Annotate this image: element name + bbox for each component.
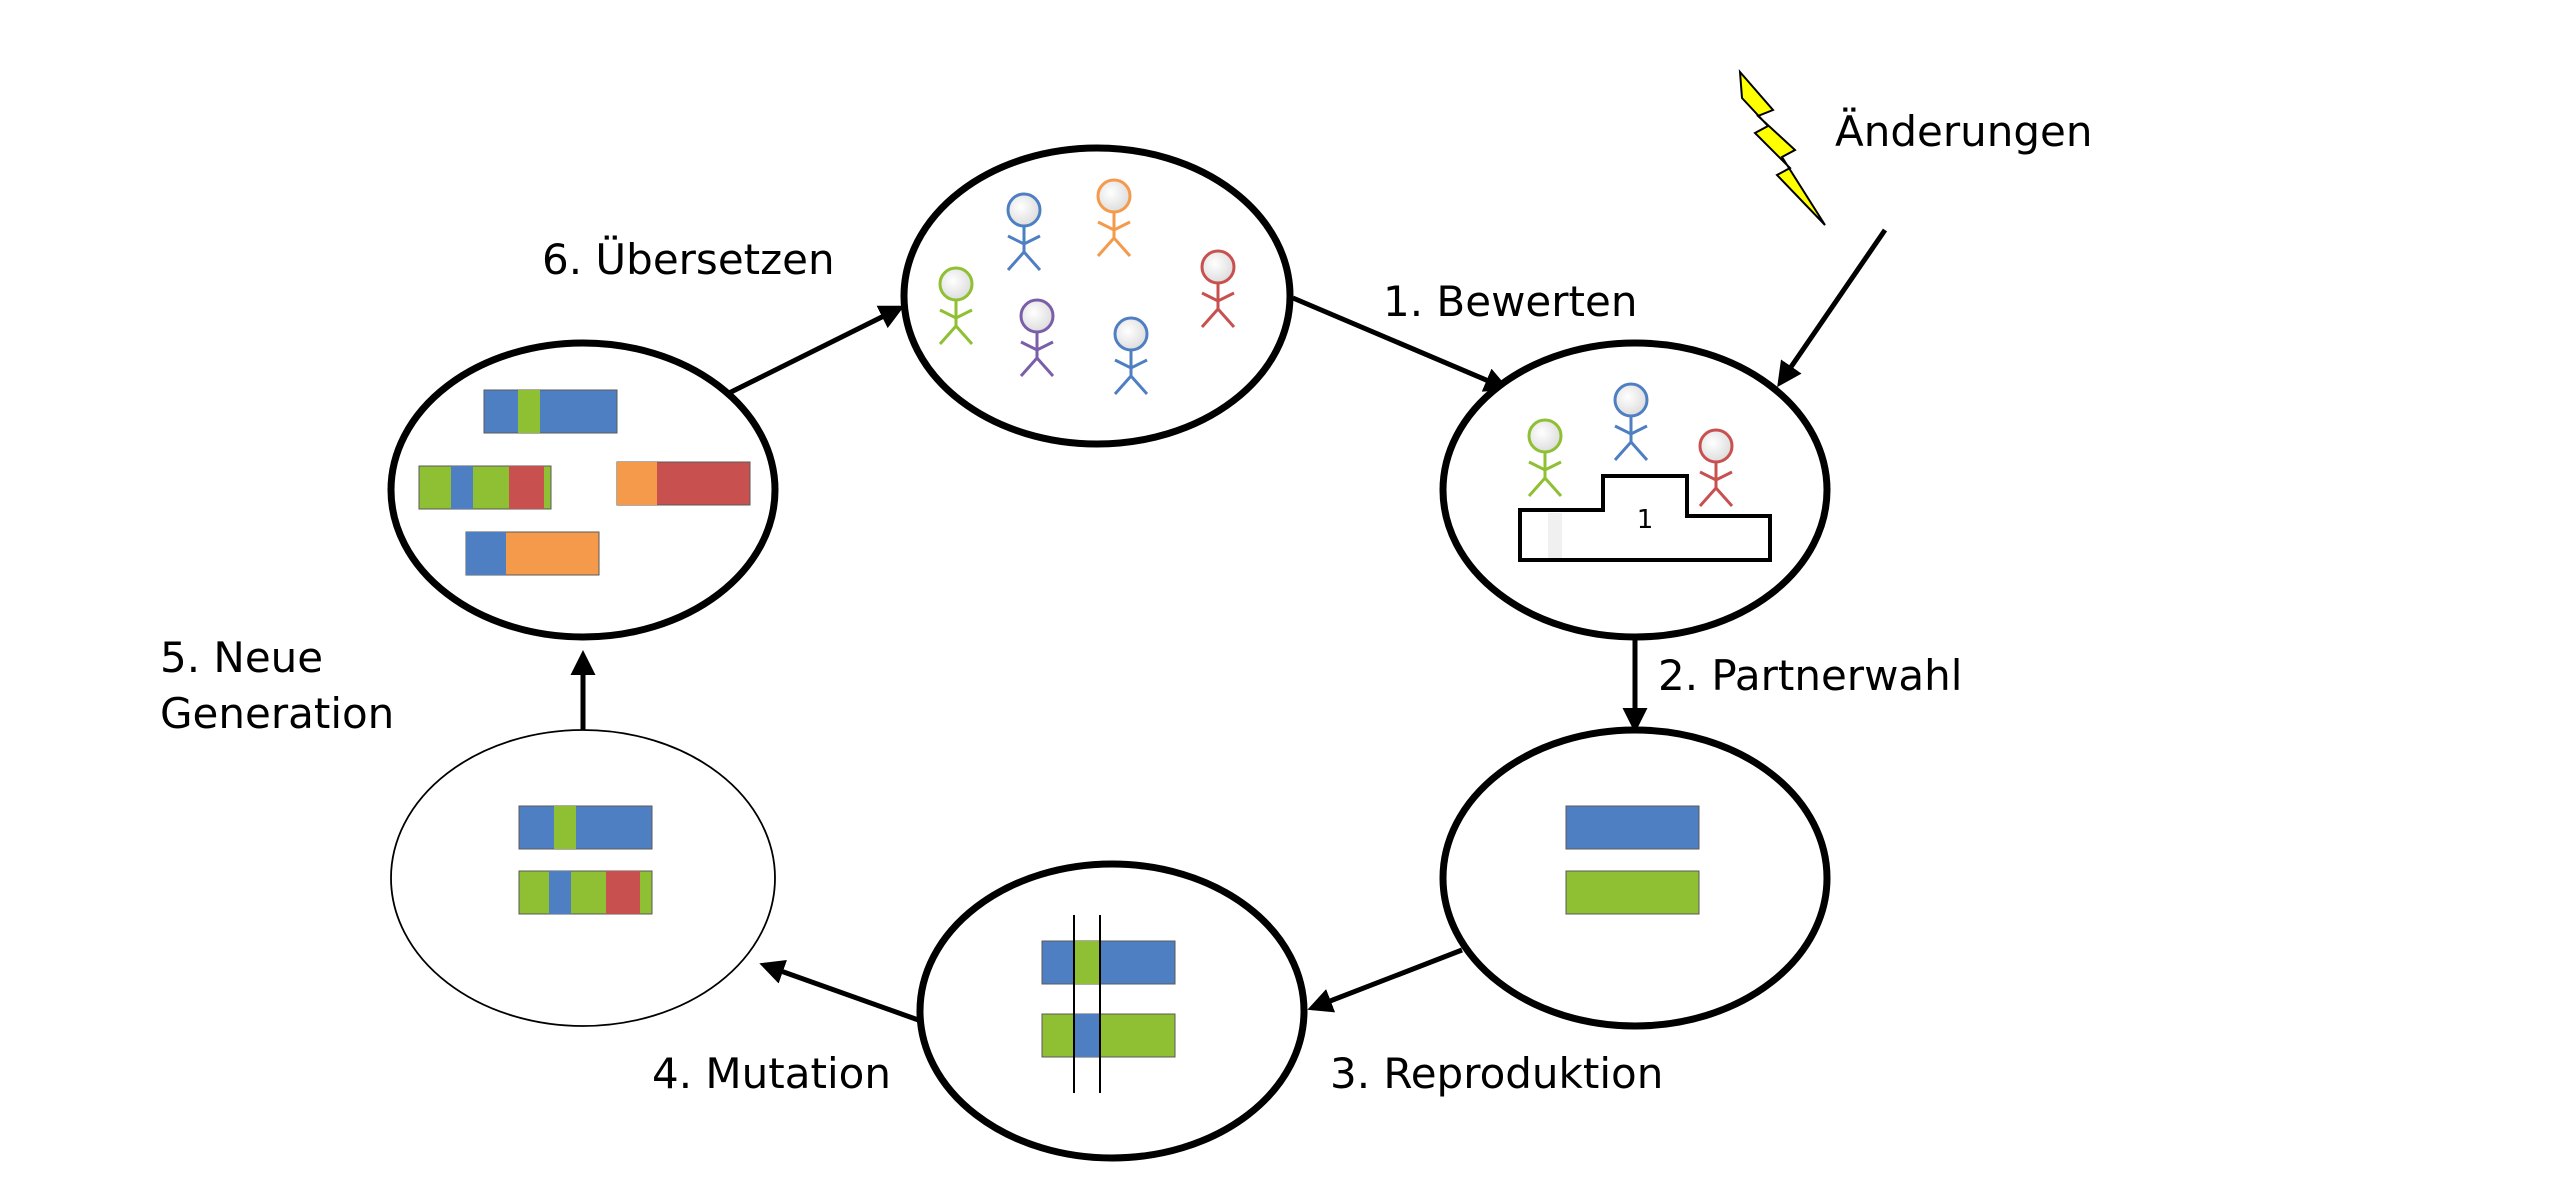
arrow-aenderungen [1777,228,1888,388]
stick-figure-icon [1527,418,1563,497]
stick-figure-icon [1200,249,1236,328]
parent-chromosome-green [1565,870,1700,915]
stick-figure-icon [1113,316,1149,395]
label-step5-line1: 5. Neue [160,633,323,682]
stick-figure-icon [1613,382,1649,461]
arrow-step4 [759,959,925,1025]
stick-figure-icon [938,266,974,345]
crossover-chromosomes [1041,915,1176,1093]
label-step3: 3. Reproduktion [1330,1049,1663,1098]
parent-chromosomes [1565,805,1700,915]
child-chromosome-bottom [1041,1013,1176,1058]
reproduction-ellipse [916,860,1308,1162]
arrow-step3 [1307,947,1463,1013]
stick-figure-icon [1096,178,1132,257]
mutated-chromosomes [518,805,653,915]
genome-bars [418,389,751,576]
label-step1: 1. Bewerten [1383,277,1637,326]
stick-figure-icon [1019,298,1055,377]
stick-figure-icon [1698,428,1734,507]
lightning-icon [1738,69,1826,226]
podium-rank-label: 1 [1637,505,1654,535]
label-step6: 6. Übersetzen [542,234,835,284]
podium-figures [1527,382,1734,507]
stick-figure-icon [1006,192,1042,271]
child-chromosome-top [1041,940,1176,985]
population-group [938,178,1236,395]
label-aenderungen: Änderungen [1835,106,2092,156]
population-ellipse [900,144,1294,448]
parent-chromosome-blue [1565,805,1700,850]
label-step5-line2: Generation [160,689,394,738]
podium-icon: 1 [1518,474,1772,562]
label-step4: 4. Mutation [652,1049,891,1098]
arrow-step1 [1292,295,1510,392]
arrow-step6 [721,305,905,399]
label-step2: 2. Partnerwahl [1658,651,1962,700]
